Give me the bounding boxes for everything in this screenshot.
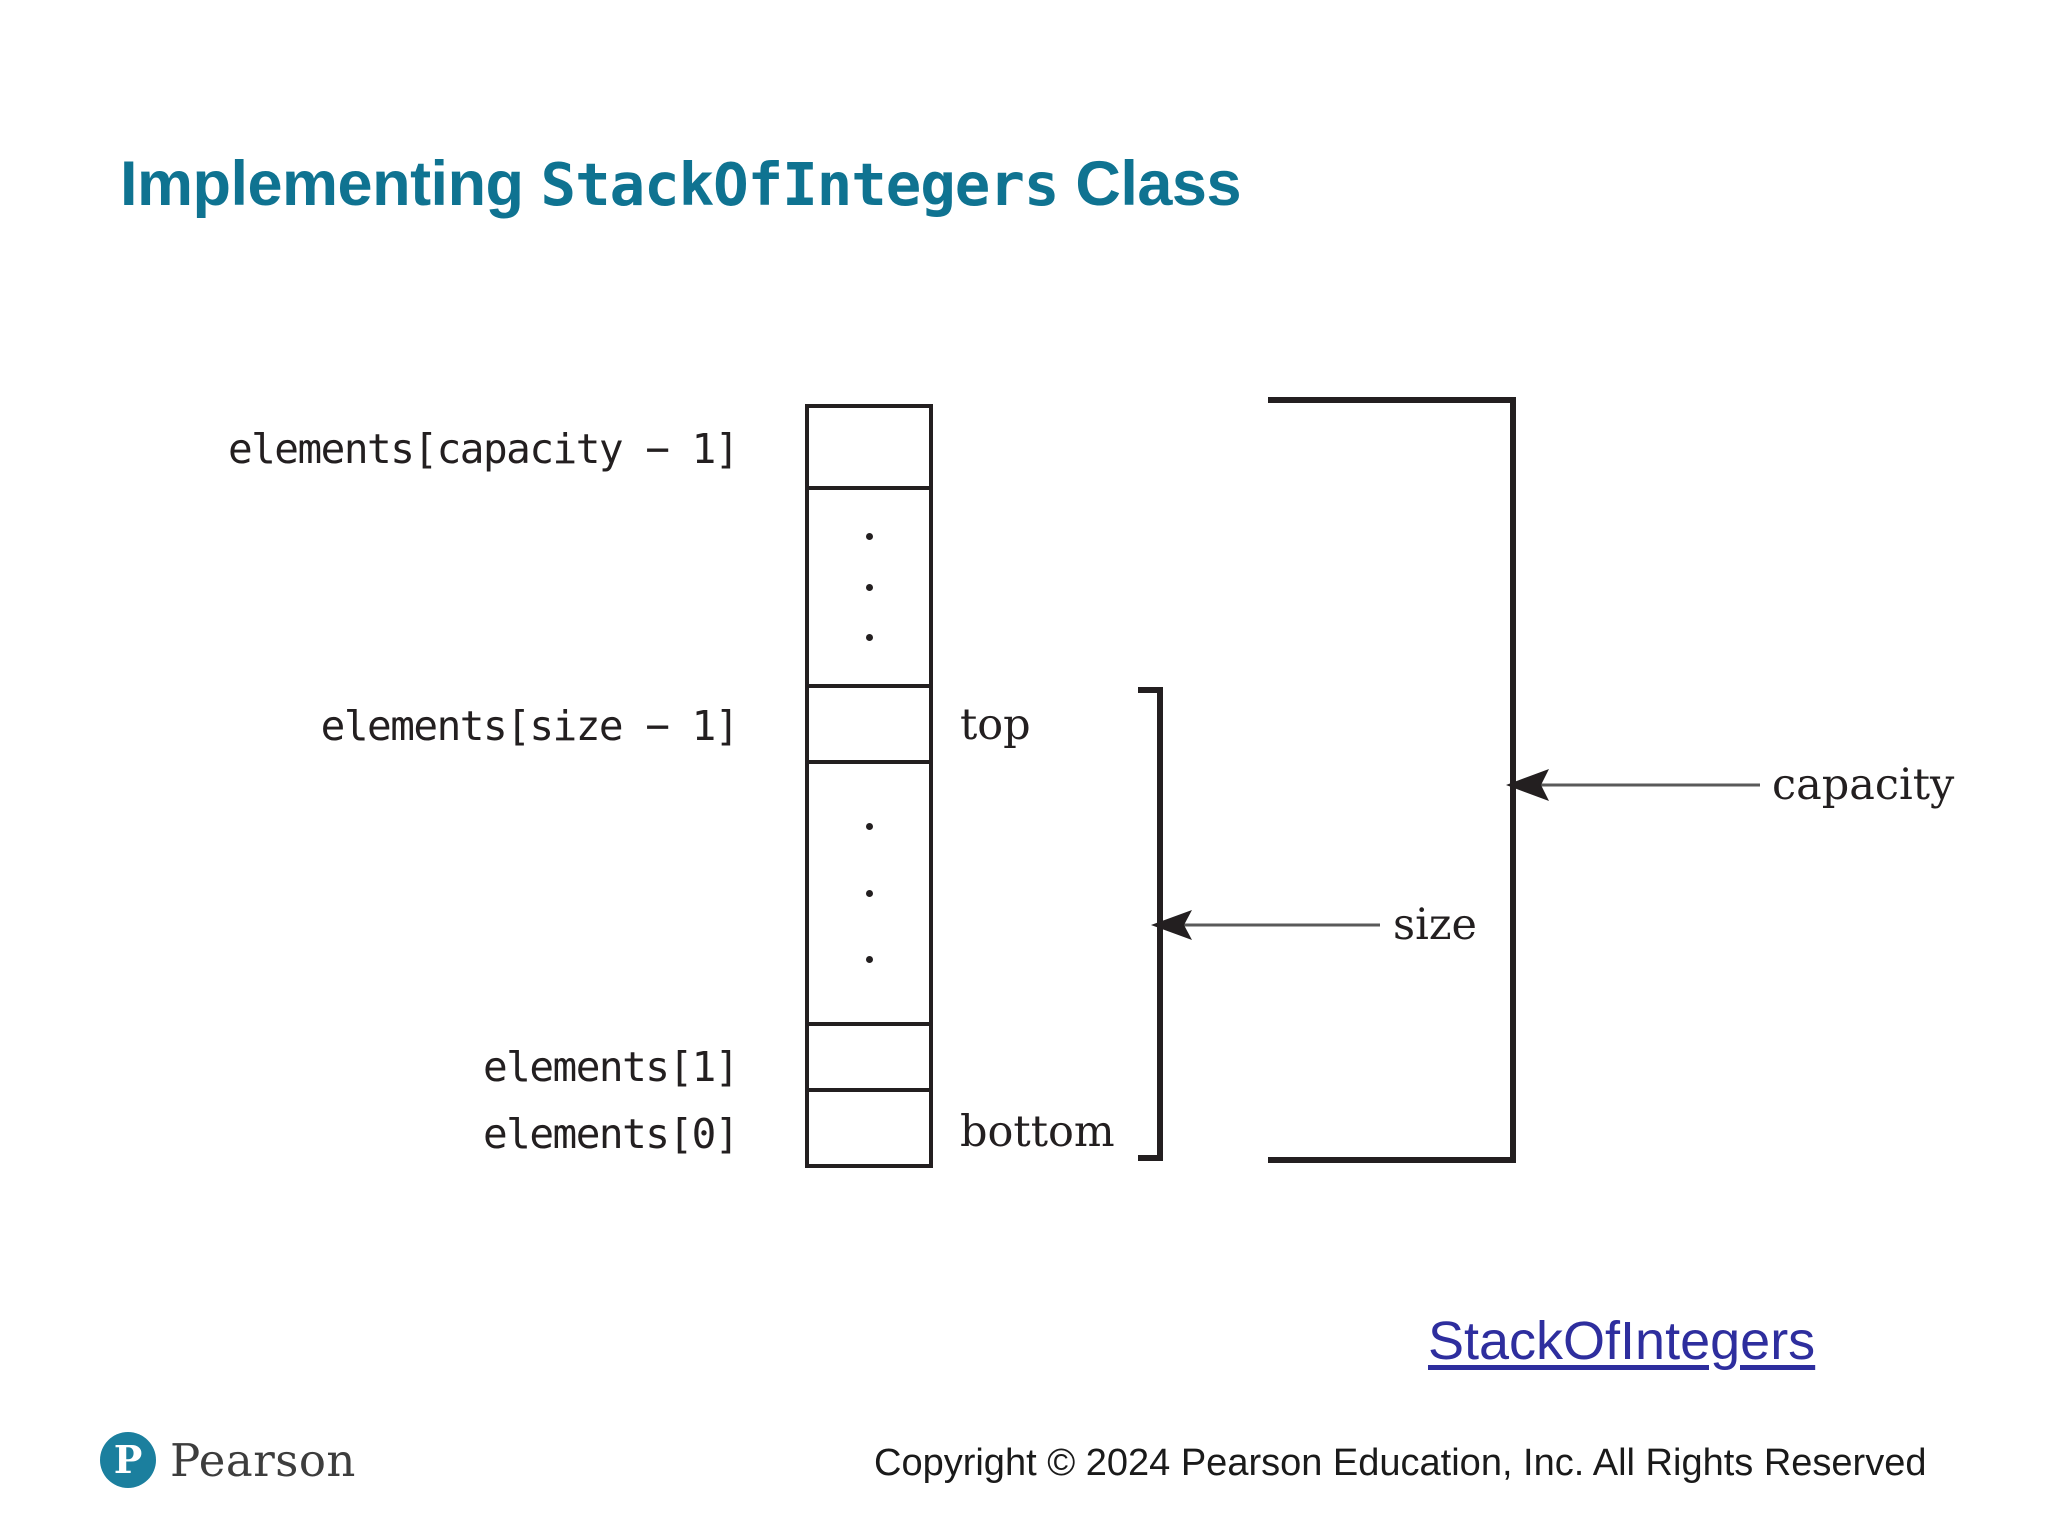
vertical-ellipsis-icon <box>809 764 929 1022</box>
page-title-prefix: Implementing <box>120 149 541 219</box>
stack-cell-index-1 <box>809 1026 929 1092</box>
label-size: size <box>1393 900 1477 950</box>
size-bracket <box>1138 687 1163 1161</box>
copyright-text: Copyright © 2024 Pearson Education, Inc.… <box>874 1442 1927 1484</box>
size-arrow-head-icon <box>1151 910 1192 940</box>
label-capacity: capacity <box>1772 760 1955 810</box>
stack-cell-gap-lower <box>809 764 929 1026</box>
label-top: top <box>960 700 1031 750</box>
label-elements-0: elements[0] <box>482 1110 740 1158</box>
capacity-bracket <box>1268 397 1516 1163</box>
label-elements-capacity-minus-1: elements[capacity − 1] <box>227 425 740 473</box>
label-elements-1: elements[1] <box>482 1043 740 1091</box>
label-bottom: bottom <box>960 1107 1115 1157</box>
stack-cell-size-minus-1 <box>809 688 929 764</box>
pearson-logo: P Pearson <box>100 1432 356 1488</box>
vertical-ellipsis-icon <box>809 490 929 684</box>
page-title-suffix: Class <box>1058 149 1241 219</box>
stack-array-column <box>805 404 933 1168</box>
pearson-wordmark: Pearson <box>170 1433 356 1487</box>
capacity-arrow-head-icon <box>1506 769 1549 801</box>
stackofintegers-link[interactable]: StackOfIntegers <box>1428 1311 1816 1371</box>
label-elements-size-minus-1: elements[size − 1] <box>320 702 740 750</box>
stack-cell-gap-upper <box>809 490 929 688</box>
stack-cell-index-0 <box>809 1092 929 1164</box>
stack-cell-capacity-minus-1 <box>809 408 929 490</box>
pearson-p-icon: P <box>100 1432 156 1488</box>
page-title-classname: StackOfIntegers <box>540 150 1060 219</box>
page-title: Implementing StackOfIntegers Class <box>120 149 1241 219</box>
